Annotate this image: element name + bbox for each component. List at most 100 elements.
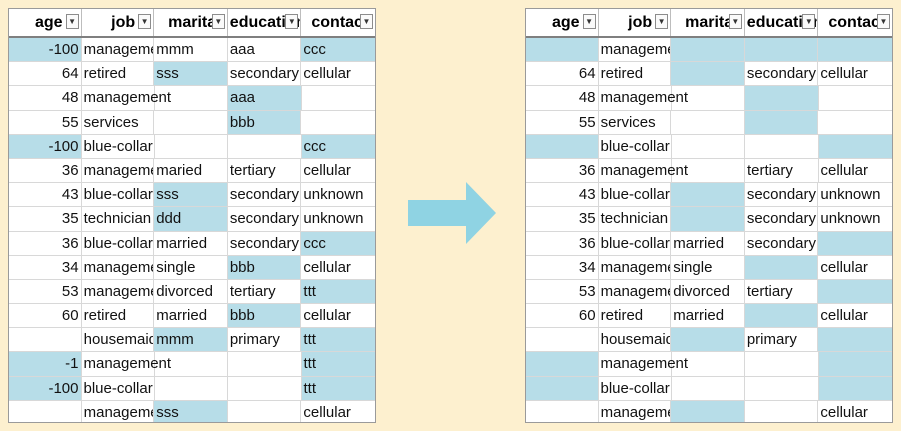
cell-age[interactable]: 34: [526, 255, 599, 279]
cell-contact[interactable]: [818, 231, 892, 255]
cell-age[interactable]: 36: [526, 231, 599, 255]
cell-education[interactable]: secondary: [745, 231, 819, 255]
cell-job[interactable]: services: [599, 110, 672, 134]
cell-education[interactable]: tertiary: [228, 279, 302, 304]
cell-marital[interactable]: married: [154, 231, 228, 255]
cell-age[interactable]: 43: [526, 183, 599, 207]
cell-education[interactable]: [228, 352, 302, 376]
cell-job[interactable]: retired: [82, 304, 155, 328]
filter-dropdown-icon[interactable]: ▼: [728, 14, 742, 29]
cell-job[interactable]: housemaid: [599, 328, 672, 352]
cell-marital[interactable]: ddd: [154, 207, 228, 231]
cell-marital[interactable]: [671, 62, 745, 86]
cell-marital[interactable]: divorced: [671, 279, 745, 304]
cell-age[interactable]: 34: [9, 255, 82, 279]
cell-age[interactable]: 36: [526, 158, 599, 183]
cell-education[interactable]: [745, 352, 819, 376]
cell-education[interactable]: bbb: [227, 304, 302, 328]
cell-contact[interactable]: [301, 111, 375, 134]
col-header-education[interactable]: education▼: [228, 9, 302, 36]
cell-contact[interactable]: ccc: [301, 38, 375, 62]
cell-education[interactable]: tertiary: [745, 158, 819, 183]
cell-contact[interactable]: ttt: [301, 352, 375, 376]
cell-education[interactable]: [745, 376, 819, 400]
cell-job[interactable]: management: [82, 86, 171, 110]
cell-education[interactable]: aaa: [228, 86, 302, 110]
cell-age[interactable]: 53: [9, 279, 82, 304]
cell-age[interactable]: 64: [9, 62, 82, 86]
cell-marital[interactable]: sss: [154, 400, 228, 422]
cell-contact[interactable]: cellular: [303, 403, 351, 421]
cell-contact[interactable]: cellular: [303, 258, 351, 276]
cell-marital[interactable]: sss: [154, 183, 228, 207]
cell-marital[interactable]: single: [671, 255, 745, 279]
col-header-contact[interactable]: contact▼: [301, 9, 375, 36]
col-header-job[interactable]: job▼: [599, 9, 672, 36]
cell-job[interactable]: management: [599, 38, 672, 62]
cell-contact[interactable]: ttt: [301, 376, 375, 400]
cell-education[interactable]: secondary: [228, 231, 302, 255]
filter-dropdown-icon[interactable]: ▼: [211, 14, 225, 29]
cell-contact[interactable]: cellular: [820, 258, 868, 276]
cell-age[interactable]: [9, 328, 82, 352]
cell-marital[interactable]: [671, 400, 745, 422]
cell-job[interactable]: management: [82, 352, 171, 376]
cell-contact[interactable]: unknown: [303, 186, 364, 204]
cell-job[interactable]: management: [599, 86, 688, 110]
cell-marital[interactable]: married: [154, 304, 228, 328]
cell-education[interactable]: [228, 134, 302, 158]
cell-age[interactable]: 60: [526, 304, 599, 328]
cell-contact[interactable]: cellular: [820, 161, 869, 179]
cell-age[interactable]: 64: [526, 62, 599, 86]
cell-marital[interactable]: [672, 134, 745, 158]
cell-age[interactable]: 36: [9, 231, 82, 255]
cell-contact[interactable]: cellular: [303, 161, 351, 179]
cell-education[interactable]: bbb: [227, 255, 302, 279]
filter-dropdown-icon[interactable]: ▼: [877, 14, 890, 29]
cell-contact[interactable]: [818, 111, 892, 134]
cell-job[interactable]: management: [82, 400, 155, 422]
cell-age[interactable]: [526, 38, 599, 62]
cell-contact[interactable]: ccc: [301, 231, 375, 255]
cell-marital[interactable]: [671, 328, 745, 352]
filter-dropdown-icon[interactable]: ▼: [360, 14, 373, 29]
cell-contact[interactable]: cellular: [820, 307, 868, 325]
cell-contact[interactable]: [818, 352, 892, 376]
cell-education[interactable]: [744, 255, 819, 279]
cell-job[interactable]: management: [82, 279, 155, 304]
cell-marital[interactable]: [155, 376, 228, 400]
cell-marital[interactable]: married: [671, 304, 745, 328]
cell-marital[interactable]: [671, 38, 745, 62]
cell-education[interactable]: [745, 134, 819, 158]
cell-education[interactable]: tertiary: [228, 158, 302, 183]
cell-marital[interactable]: married: [671, 231, 745, 255]
cell-contact[interactable]: cellular: [303, 65, 351, 83]
cell-contact[interactable]: cellular: [303, 307, 351, 325]
filter-dropdown-icon[interactable]: ▼: [138, 14, 152, 29]
cell-job[interactable]: blue-collar: [599, 183, 672, 207]
cell-education[interactable]: [228, 376, 302, 400]
cell-age[interactable]: 35: [9, 207, 82, 231]
cell-job[interactable]: management: [599, 352, 688, 376]
cell-education[interactable]: [745, 400, 819, 422]
cell-age[interactable]: 35: [526, 207, 599, 231]
cell-education[interactable]: bbb: [227, 110, 302, 134]
col-header-marital[interactable]: marital▼: [154, 9, 228, 36]
cell-job[interactable]: management: [599, 158, 688, 183]
cell-contact[interactable]: [302, 86, 376, 109]
cell-contact[interactable]: [818, 279, 892, 304]
cell-job[interactable]: management: [82, 38, 155, 62]
cell-age[interactable]: [526, 352, 599, 376]
col-header-age[interactable]: age▼: [526, 9, 599, 36]
cell-job[interactable]: retired: [599, 304, 672, 328]
cell-job[interactable]: blue-collar: [82, 134, 155, 158]
cell-job[interactable]: management: [599, 400, 672, 422]
cell-marital[interactable]: [155, 134, 228, 158]
cell-job[interactable]: technician: [599, 207, 672, 231]
cell-education[interactable]: secondary: [228, 62, 302, 86]
cell-contact[interactable]: [818, 134, 892, 158]
cell-job[interactable]: services: [82, 110, 155, 134]
cell-job[interactable]: housemaid: [82, 328, 155, 352]
cell-age[interactable]: -100: [9, 134, 82, 158]
cell-age[interactable]: 60: [9, 304, 82, 328]
